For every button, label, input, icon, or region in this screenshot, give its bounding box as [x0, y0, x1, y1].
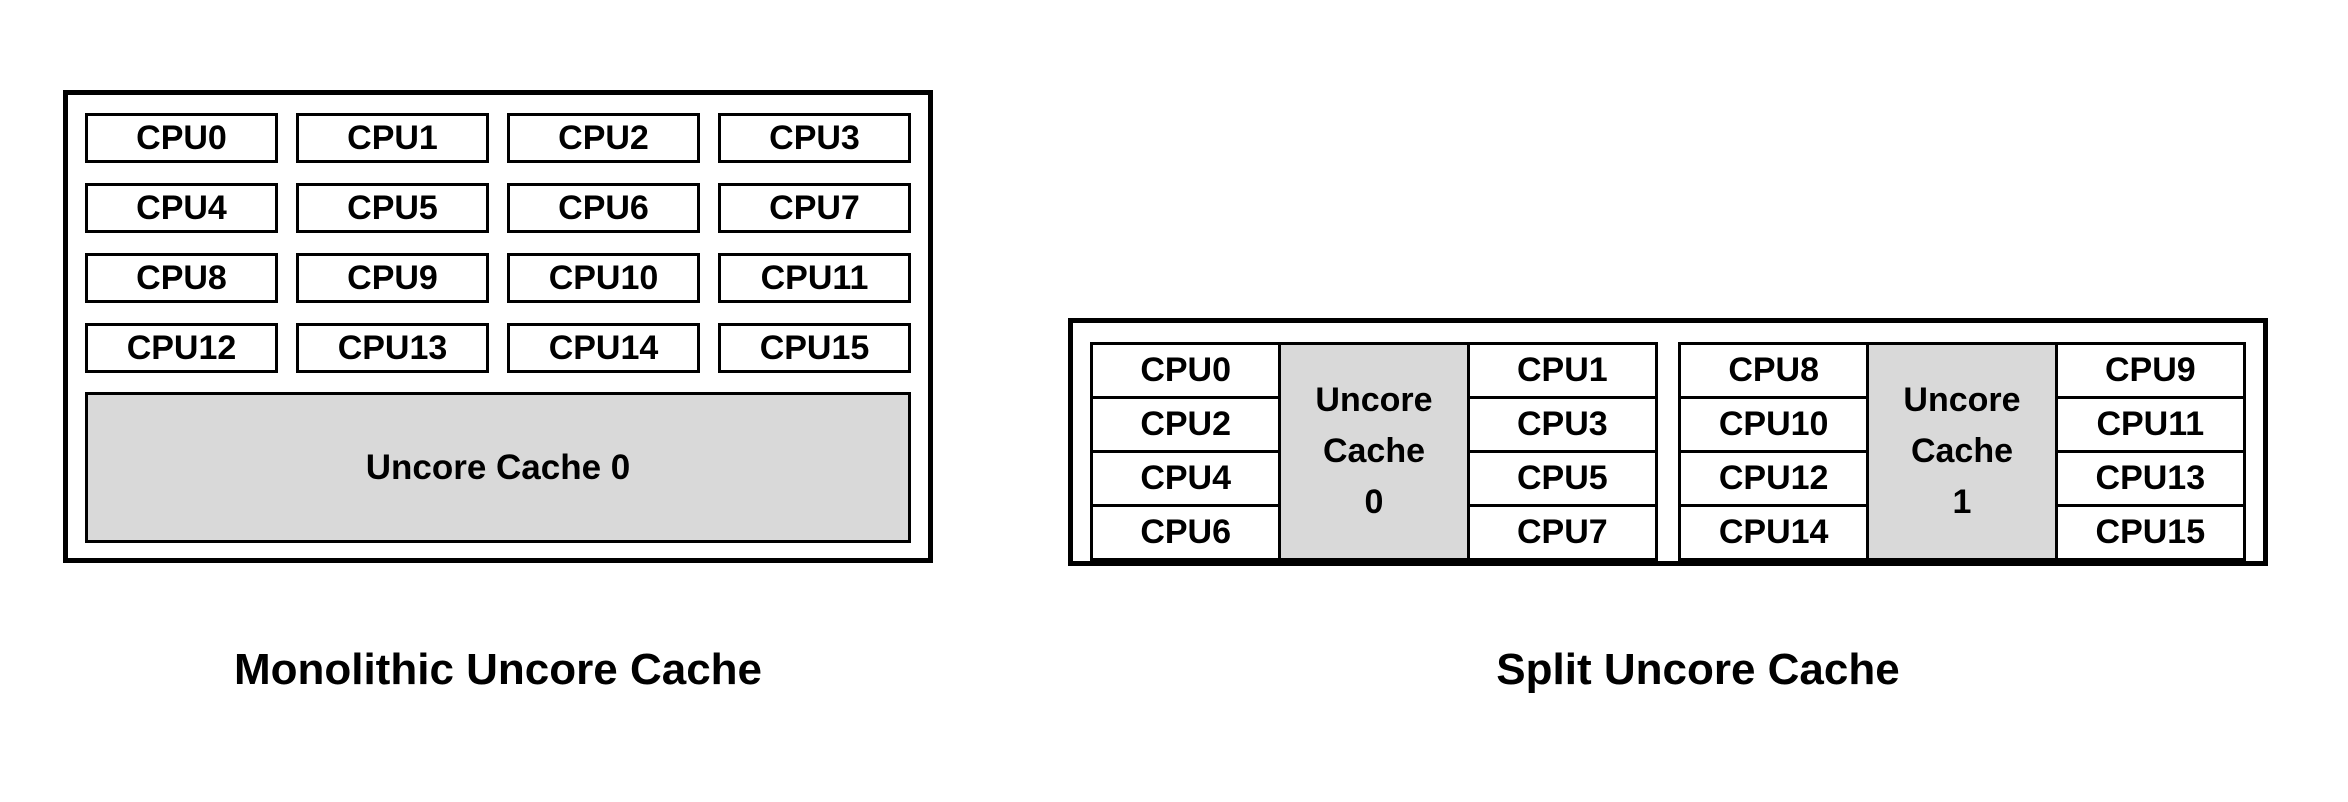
cpu-box-cpu7: CPU7	[718, 183, 911, 233]
cpu-cell-cpu4: CPU4	[1089, 450, 1282, 507]
split-group-1: CPU8 Uncore Cache 1 CPU9 CPU10 CPU11 CPU…	[1677, 342, 2247, 561]
cpu-box-cpu9: CPU9	[296, 253, 489, 303]
caption-split-uncore-cache: Split Uncore Cache	[1496, 645, 1900, 694]
cpu-box-cpu5: CPU5	[296, 183, 489, 233]
cache-line: Cache	[1910, 432, 2014, 470]
cpu-box-cpu0: CPU0	[85, 113, 278, 163]
table-row: CPU0 Uncore Cache 0 CPU1	[1089, 342, 1659, 561]
table-row: CPU12 CPU13	[1677, 450, 2247, 507]
cpu-cell-cpu12: CPU12	[1677, 450, 1870, 507]
cpu-box-cpu13: CPU13	[296, 323, 489, 373]
cpu-cell-cpu5: CPU5	[1466, 450, 1659, 507]
cache-line: 1	[1952, 483, 1972, 521]
cpu-cell-cpu6: CPU6	[1089, 504, 1282, 561]
cpu-cell-cpu15: CPU15	[2054, 504, 2247, 561]
cpu-box-cpu11: CPU11	[718, 253, 911, 303]
table-row: CPU8 Uncore Cache 1 CPU9	[1677, 342, 2247, 561]
table-row: CPU14 CPU15	[1677, 504, 2247, 561]
cpu-cell-cpu7: CPU7	[1466, 504, 1659, 561]
cpu-cell-cpu2: CPU2	[1089, 396, 1282, 453]
cpu-box-cpu2: CPU2	[507, 113, 700, 163]
cpu-box-cpu15: CPU15	[718, 323, 911, 373]
uncore-cache-1-cell: Uncore Cache 1	[1866, 342, 2058, 561]
cache-line: Uncore	[1903, 381, 2021, 419]
cache-line: 0	[1364, 483, 1384, 521]
monolithic-diagram: CPU0 CPU1 CPU2 CPU3 CPU4 CPU5 CPU6 CPU7 …	[63, 90, 933, 563]
cpu-cell-cpu9: CPU9	[2054, 342, 2247, 399]
split-group-0: CPU0 Uncore Cache 0 CPU1 CPU2 CPU3 CPU4 …	[1089, 342, 1659, 561]
table-row: CPU6 CPU7	[1089, 504, 1659, 561]
cpu-cell-cpu8: CPU8	[1677, 342, 1870, 399]
cpu-cell-cpu11: CPU11	[2054, 396, 2247, 453]
cpu-box-cpu12: CPU12	[85, 323, 278, 373]
cpu-box-cpu10: CPU10	[507, 253, 700, 303]
cpu-cell-cpu14: CPU14	[1677, 504, 1870, 561]
cpu-cell-cpu13: CPU13	[2054, 450, 2247, 507]
cpu-box-cpu3: CPU3	[718, 113, 911, 163]
cpu-cell-cpu3: CPU3	[1466, 396, 1659, 453]
cpu-box-cpu8: CPU8	[85, 253, 278, 303]
cpu-box-cpu4: CPU4	[85, 183, 278, 233]
cache-line: Uncore	[1315, 381, 1433, 419]
split-diagram: CPU0 Uncore Cache 0 CPU1 CPU2 CPU3 CPU4 …	[1068, 318, 2268, 566]
cache-line: Cache	[1322, 432, 1426, 470]
cpu-box-cpu6: CPU6	[507, 183, 700, 233]
monolithic-cpu-grid: CPU0 CPU1 CPU2 CPU3 CPU4 CPU5 CPU6 CPU7 …	[85, 113, 911, 373]
cpu-cell-cpu1: CPU1	[1466, 342, 1659, 399]
table-row: CPU10 CPU11	[1677, 396, 2247, 453]
table-row: CPU4 CPU5	[1089, 450, 1659, 507]
table-row: CPU2 CPU3	[1089, 396, 1659, 453]
cpu-box-cpu1: CPU1	[296, 113, 489, 163]
cpu-cell-cpu0: CPU0	[1089, 342, 1282, 399]
cpu-box-cpu14: CPU14	[507, 323, 700, 373]
uncore-cache-0-cell: Uncore Cache 0	[1278, 342, 1470, 561]
caption-monolithic-uncore-cache: Monolithic Uncore Cache	[233, 645, 763, 694]
uncore-cache-0-box: Uncore Cache 0	[85, 392, 911, 543]
cpu-cell-cpu10: CPU10	[1677, 396, 1870, 453]
